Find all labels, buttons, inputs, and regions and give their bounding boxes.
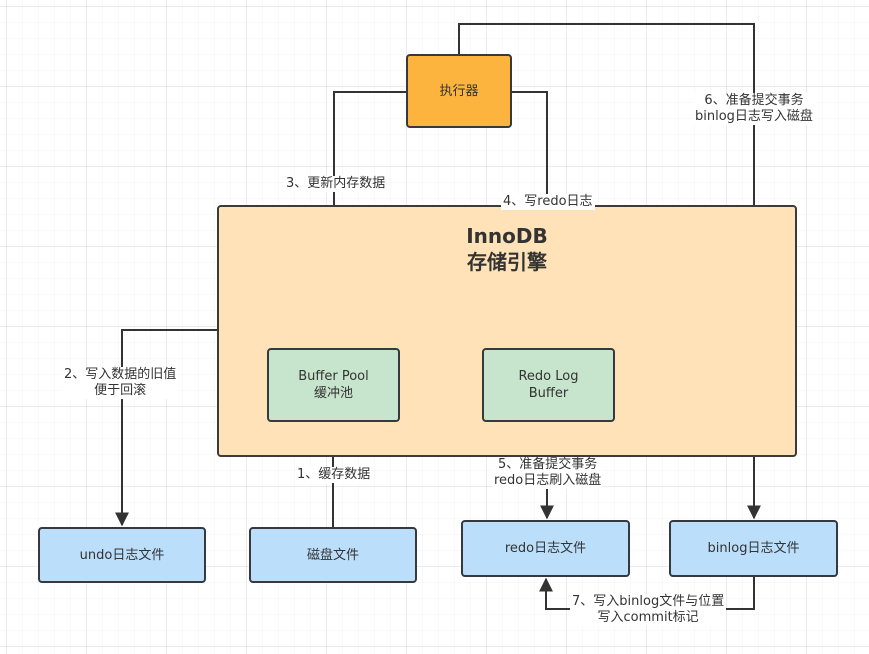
engine-title-line1: InnoDB xyxy=(466,224,548,248)
step6-text-line2: binlog日志写入磁盘 xyxy=(695,109,813,124)
step5-label: 5、准备提交事务 redo日志刷入磁盘 xyxy=(492,457,604,489)
step3-text: 3、更新内存数据 xyxy=(286,176,386,191)
step7-label: 7、写入binlog文件与位置 写入commit标记 xyxy=(570,594,727,626)
step7-text-line2: 写入commit标记 xyxy=(597,610,699,625)
step3-label: 3、更新内存数据 xyxy=(284,176,388,192)
redo-log-buffer-label-line1: Redo Log xyxy=(518,369,579,384)
binlog-file-node[interactable]: binlog日志文件 xyxy=(669,520,838,577)
buffer-pool-label-line1: Buffer Pool xyxy=(298,369,369,384)
step7-text-line1: 7、写入binlog文件与位置 xyxy=(572,594,725,609)
step2-text-line2: 便于回滚 xyxy=(94,383,147,398)
redo-log-file-node[interactable]: redo日志文件 xyxy=(461,520,630,577)
buffer-pool-label-line2: 缓冲池 xyxy=(313,386,353,401)
step5-text-line1: 5、准备提交事务 xyxy=(497,457,598,472)
engine-title: InnoDB 存储引擎 xyxy=(219,223,795,275)
step1-text: 1、缓存数据 xyxy=(297,467,371,482)
redo-log-buffer-label-line2: Buffer xyxy=(528,386,569,401)
binlog-file-label: binlog日志文件 xyxy=(707,541,800,556)
step4-label: 4、写redo日志 xyxy=(501,194,595,210)
disk-file-node[interactable]: 磁盘文件 xyxy=(249,527,417,583)
step6-text-line1: 6、准备提交事务 xyxy=(704,93,804,108)
executor-node[interactable]: 执行器 xyxy=(406,54,512,128)
step4-text: 4、写redo日志 xyxy=(503,194,593,209)
undo-log-file-label: undo日志文件 xyxy=(79,547,165,563)
buffer-pool-node[interactable]: Buffer Pool 缓冲池 xyxy=(267,348,400,422)
step6-label: 6、准备提交事务 binlog日志写入磁盘 xyxy=(693,93,815,125)
executor-label: 执行器 xyxy=(439,83,479,99)
step5-text-line2: redo日志刷入磁盘 xyxy=(494,473,602,488)
disk-file-label: 磁盘文件 xyxy=(306,547,359,563)
step2-label: 2、写入数据的旧值 便于回滚 xyxy=(62,367,179,399)
edge-write-undo xyxy=(115,329,217,527)
redo-log-buffer-node[interactable]: Redo Log Buffer xyxy=(482,348,615,422)
step1-label: 1、缓存数据 xyxy=(295,467,373,483)
step2-text-line1: 2、写入数据的旧值 xyxy=(64,367,177,382)
undo-log-file-node[interactable]: undo日志文件 xyxy=(38,527,206,583)
redo-log-file-label: redo日志文件 xyxy=(504,541,587,556)
engine-title-line2: 存储引擎 xyxy=(467,250,547,274)
